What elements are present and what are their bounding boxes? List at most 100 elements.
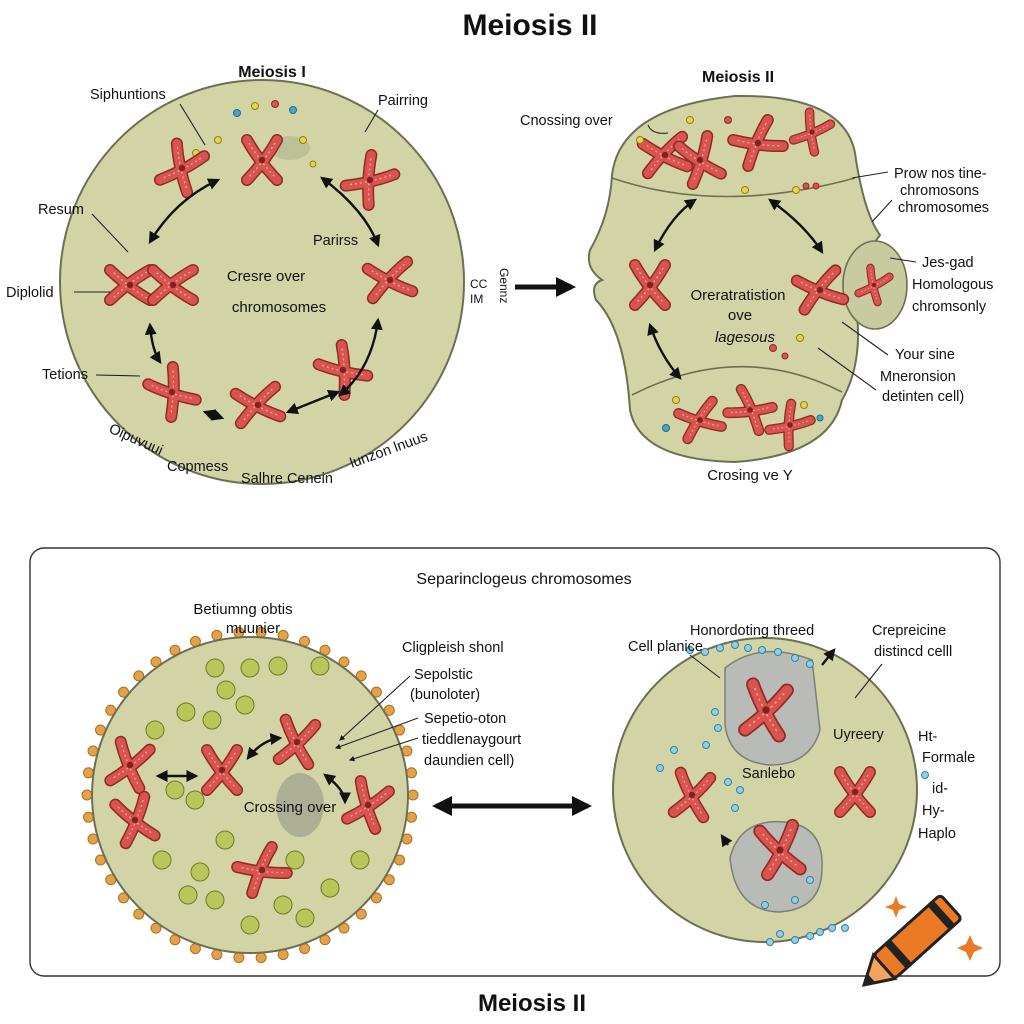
bottom-panel-frame	[29, 547, 1001, 977]
label-copmess: Copmess	[167, 459, 228, 475]
cc-label: CC	[470, 277, 488, 291]
label-uyreery: Uyreery	[833, 727, 885, 743]
blue-dot	[686, 646, 694, 654]
vesicles	[145, 656, 370, 935]
bottom-panel-header: Separinclogeus chromosomes	[416, 571, 631, 588]
main-title: Meiosis II	[462, 9, 597, 42]
label-sepetio-1: Sepetio-oton	[424, 711, 506, 727]
stage-title-meiosis-one: Meiosis I	[238, 64, 306, 81]
blue-dot	[714, 724, 722, 732]
vesicle	[165, 780, 185, 800]
membrane-dots	[81, 626, 419, 964]
membrane-dot	[407, 789, 419, 801]
label-prow-3: chromosomes	[898, 200, 989, 216]
vesicle	[178, 885, 198, 905]
label-siphuntions: Siphuntions	[90, 87, 166, 103]
leader-line	[364, 109, 379, 133]
leader-line	[689, 654, 721, 679]
leader-line	[95, 374, 141, 377]
vesicle	[235, 695, 255, 715]
vesicle	[190, 862, 210, 882]
bottom-partition	[631, 365, 843, 396]
blue-dot	[744, 644, 752, 652]
vesicle	[202, 710, 222, 730]
blue-dot	[774, 648, 782, 656]
label-betiumng-2: muunier	[226, 620, 280, 637]
label-sanlebo: Sanlebo	[742, 766, 795, 782]
label-chromsonly: chromsonly	[912, 299, 987, 315]
center-label-line1: Cresre over	[227, 268, 305, 285]
label-clig: Cligpleish shonl	[402, 640, 504, 656]
leader-line	[851, 171, 889, 179]
vesicle	[320, 878, 340, 898]
membrane-dot	[133, 670, 145, 682]
sparkle-icon	[885, 896, 983, 961]
membrane-dot	[83, 767, 95, 779]
cell-body	[91, 636, 409, 954]
blue-dot	[701, 648, 709, 656]
label-crossing-center: Crossing over	[244, 799, 337, 816]
vesicle	[185, 790, 205, 810]
organelle-dots	[192, 100, 317, 168]
blue-dot	[806, 932, 814, 940]
blue-dot	[791, 936, 799, 944]
organelle-dots	[636, 116, 824, 432]
top-partition	[611, 177, 856, 198]
vesicle	[268, 656, 288, 676]
vesicle	[240, 915, 260, 935]
vesicle	[176, 702, 196, 722]
blue-dot	[806, 876, 814, 884]
label-mneronsion: Mneronsion	[880, 369, 956, 385]
blue-dot	[806, 660, 814, 668]
vesicle	[295, 908, 315, 928]
separation-cell-left: Betiumng obtis muunier Cligpleish shonl …	[81, 601, 521, 964]
membrane-dot	[370, 892, 382, 904]
label-tetions: Tetions	[42, 367, 88, 383]
bottom-title: Meiosis II	[478, 990, 586, 1017]
crayon-icon	[861, 894, 962, 987]
label-your-sine: Your sine	[895, 347, 955, 363]
label-homologous: Homologous	[912, 277, 993, 293]
blue-dot	[828, 924, 836, 932]
label-sepetio-2: tieddlenaygourt	[422, 732, 521, 748]
blue-dot	[758, 646, 766, 654]
membrane-dot	[118, 686, 130, 698]
blue-dots	[656, 641, 929, 946]
membrane-dot	[133, 908, 145, 920]
label-honordoting: Honordoting threed	[690, 623, 814, 639]
membrane-dot	[370, 686, 382, 698]
label-pairing: Pairring	[378, 93, 428, 109]
cycle-arrows	[647, 198, 824, 380]
label-hy: Hy-	[922, 803, 945, 819]
vesicle	[350, 850, 370, 870]
blue-dot	[921, 771, 929, 779]
leader-line	[334, 717, 419, 750]
label-salhre-cenein: Salhre Cenein	[241, 471, 333, 487]
cell-body	[612, 637, 918, 943]
label-jesgad: Jes-gad	[922, 255, 974, 271]
vesicle	[205, 890, 225, 910]
label-crosing-bottom: Crosing ve Y	[707, 467, 793, 484]
blue-dot	[670, 746, 678, 754]
rotated-label: Gennz	[497, 268, 511, 303]
meiosis-one-cell: Meiosis I Siphuntions Pairring Resum Par…	[6, 64, 465, 487]
vesicle	[240, 658, 260, 678]
blue-dot	[791, 654, 799, 662]
blue-dot	[766, 938, 774, 946]
vesicle	[216, 680, 236, 700]
crossing-shadow	[276, 773, 324, 837]
blue-dot	[716, 644, 724, 652]
leader-line	[647, 124, 669, 134]
blue-dot	[731, 641, 739, 649]
label-crepreicine-1: Crepreicine	[872, 623, 946, 639]
label-id: id-	[932, 781, 948, 797]
blue-dot	[776, 930, 784, 938]
vesicle	[310, 656, 330, 676]
label-ht: Ht-	[918, 729, 938, 745]
leader-line	[348, 737, 419, 762]
stage-title-meiosis-two: Meiosis II	[702, 69, 774, 86]
vesicle	[145, 720, 165, 740]
leader-line	[339, 675, 411, 741]
cell-body	[587, 94, 882, 464]
leader-line	[817, 347, 877, 391]
